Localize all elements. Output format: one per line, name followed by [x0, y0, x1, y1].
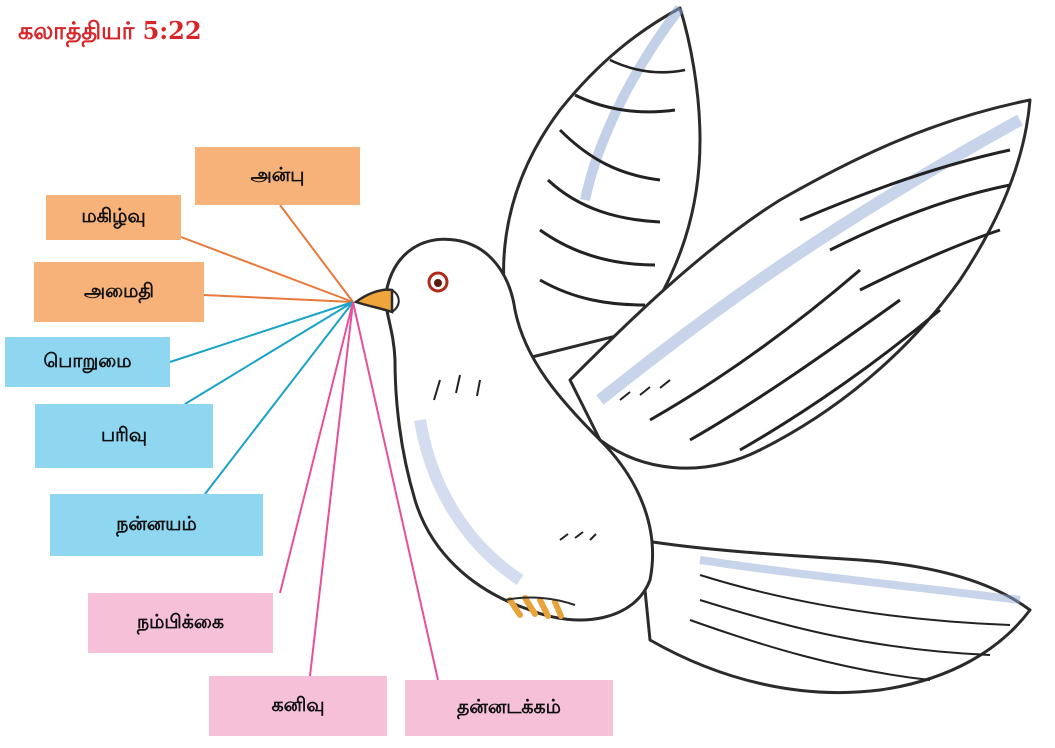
fruit-label: அன்பு	[250, 163, 305, 186]
fruit-label: நன்னயம்	[116, 512, 197, 535]
connector-line	[309, 301, 354, 677]
fruit-label-box: பரிவு	[35, 404, 213, 468]
fruit-label-box: பொறுமை	[5, 337, 170, 387]
fruit-label-box: நன்னயம்	[50, 494, 263, 556]
dove-beak-icon	[353, 288, 394, 314]
fruit-label: பொறுமை	[43, 349, 132, 372]
fruit-label: தன்னடக்கம்	[457, 695, 561, 718]
dove-body	[383, 237, 655, 622]
dove-feet	[504, 595, 576, 619]
fruit-label-box: தன்னடக்கம்	[405, 680, 613, 736]
fruit-label: பரிவு	[101, 423, 147, 446]
fruit-label-box: மகிழ்வு	[46, 195, 181, 240]
connector-line	[204, 301, 354, 495]
fruit-label-box: கனிவு	[209, 676, 387, 736]
connector-line	[180, 236, 354, 303]
dove-upper-wing	[502, 4, 702, 362]
fruit-label: கனிவு	[271, 693, 325, 716]
fruit-label: நம்பிக்கை	[136, 610, 225, 633]
connector-line	[352, 301, 439, 681]
fruit-label-box: அமைதி	[34, 262, 204, 322]
connector-line	[169, 301, 354, 363]
connector-line	[203, 294, 354, 303]
fruit-label-box: அன்பு	[195, 147, 360, 205]
page-title: கலாத்தியர் 5:22	[18, 16, 202, 45]
fruit-label-box: நம்பிக்கை	[88, 593, 273, 653]
connector-line	[184, 301, 354, 405]
connector-line	[279, 301, 354, 594]
fruit-label: அமைதி	[84, 279, 154, 302]
dove-lower-wing	[568, 98, 1032, 470]
dove-head	[353, 271, 449, 314]
connector-lines	[169, 204, 439, 681]
fruit-label: மகிழ்வு	[81, 205, 146, 227]
dove-tail	[638, 538, 1032, 695]
connector-line	[279, 204, 354, 303]
